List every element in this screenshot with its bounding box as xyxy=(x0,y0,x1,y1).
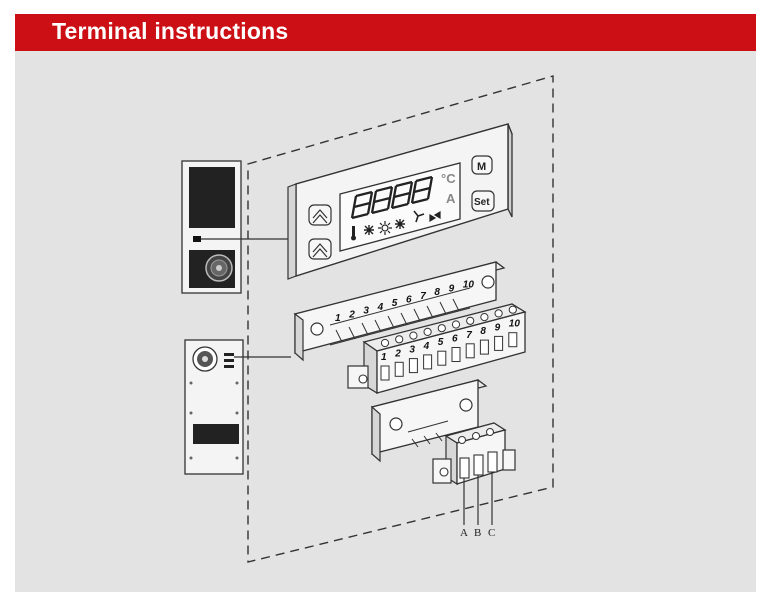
terminal-number: 5 xyxy=(392,298,398,309)
snowflake-icon xyxy=(364,225,374,235)
temp-unit-label: °C xyxy=(441,171,456,186)
terminal-number: 8 xyxy=(480,326,486,337)
wire-label-a: A xyxy=(460,527,468,539)
menu-button[interactable]: M xyxy=(471,155,493,175)
sun-icon xyxy=(378,221,392,235)
wire-label-b: B xyxy=(474,527,481,539)
terminal-slot xyxy=(380,365,390,381)
terminal-slot xyxy=(408,358,418,374)
terminal-number: 3 xyxy=(409,345,415,356)
terminal-number: 2 xyxy=(394,348,401,359)
wire-label-c: C xyxy=(488,527,495,539)
terminal-screw xyxy=(380,338,390,348)
terminal-number: 2 xyxy=(348,309,355,320)
diagram-frame: Terminal instructions xyxy=(15,14,756,592)
terminal-slot xyxy=(494,335,504,351)
mounting-panel-outline xyxy=(247,75,554,563)
up-button[interactable] xyxy=(308,204,332,226)
terminal-number: 5 xyxy=(438,337,444,348)
terminal-screw xyxy=(423,327,432,336)
unit-side-view xyxy=(184,339,244,475)
terminal-screw xyxy=(437,324,446,333)
controller-panel: °C A M Set xyxy=(287,123,513,280)
terminal-number: 6 xyxy=(452,334,458,345)
terminal-slot xyxy=(479,339,489,355)
valve-icon xyxy=(429,210,441,223)
seven-segment-display xyxy=(350,175,434,220)
terminal-slot xyxy=(451,347,461,362)
terminal-screw xyxy=(480,313,489,322)
terminal-number: 9 xyxy=(449,283,455,294)
terminal-slot xyxy=(508,332,518,348)
title-banner: Terminal instructions xyxy=(15,14,756,51)
terminal-plug-1-screws xyxy=(380,305,517,348)
terminal-slot xyxy=(423,354,433,370)
terminal-number: 8 xyxy=(434,287,440,298)
terminal-screw xyxy=(451,320,461,329)
terminal-slot xyxy=(437,350,447,366)
terminal-screw xyxy=(409,331,418,340)
defrost-icon xyxy=(395,219,405,229)
alarm-indicator: A xyxy=(446,191,456,206)
terminal-plug-2 xyxy=(432,422,516,486)
terminal-number: 9 xyxy=(495,322,501,333)
status-icon-row xyxy=(351,210,441,241)
terminal-slot xyxy=(465,343,475,359)
terminal-number: 1 xyxy=(381,352,387,363)
terminal-slot xyxy=(394,361,404,377)
terminal-screw xyxy=(395,335,404,344)
down-button[interactable] xyxy=(308,238,332,260)
terminal-number: 7 xyxy=(466,330,472,341)
terminal-number: 3 xyxy=(363,306,369,317)
terminal-screw xyxy=(466,316,475,325)
terminal-number: 7 xyxy=(420,291,426,302)
terminal-screw xyxy=(494,309,503,318)
unit-front-view xyxy=(181,160,242,294)
terminal-number: 10 xyxy=(509,319,521,330)
terminal-plug-1-slots xyxy=(380,332,518,381)
menu-button-label: M xyxy=(477,161,486,173)
set-button-label: Set xyxy=(474,197,490,208)
terminal-number: 10 xyxy=(463,280,475,291)
fan-icon xyxy=(413,210,425,223)
thermometer-icon xyxy=(351,226,356,241)
set-button[interactable]: Set xyxy=(471,190,495,212)
terminal-number: 6 xyxy=(406,295,412,306)
terminal-number: 4 xyxy=(423,341,430,352)
page-title: Terminal instructions xyxy=(52,18,289,44)
terminal-number: 4 xyxy=(377,302,384,313)
wire-leads xyxy=(463,472,493,525)
terminal-screw xyxy=(508,305,517,314)
terminal-number: 1 xyxy=(335,313,341,324)
terminal-block-2 xyxy=(370,379,488,463)
